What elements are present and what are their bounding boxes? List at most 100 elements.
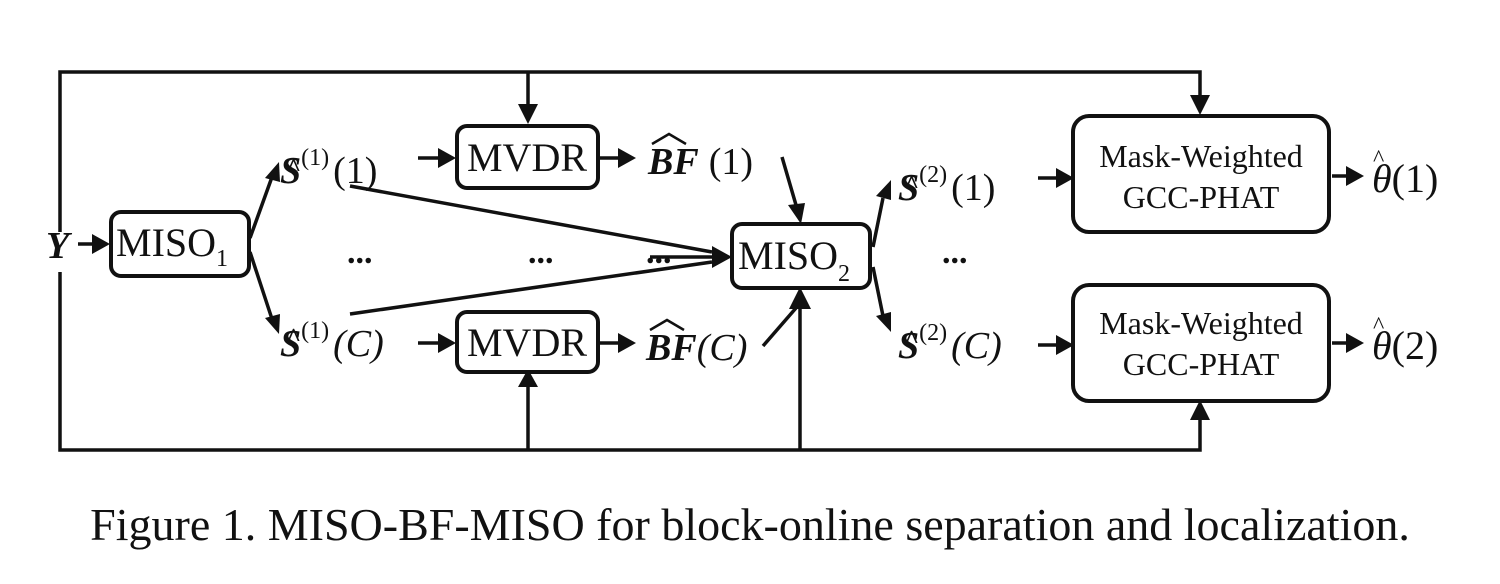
diagram-canvas: MISO1 MVDR MVDR MISO2 Mask-Weighted GCC-… bbox=[46, 70, 1438, 452]
bf-last-argument: (C) bbox=[697, 327, 748, 369]
arrow-head-gcc-second bbox=[1056, 335, 1074, 355]
input-signal-label: Y bbox=[46, 225, 73, 267]
bf-last-label: BF(C) bbox=[645, 318, 747, 369]
arrow-head-bf-first bbox=[618, 148, 636, 168]
ellipsis-s2: ... bbox=[942, 234, 968, 271]
arrow-head-bottom-miso2 bbox=[789, 287, 811, 309]
bf-first-to-miso2-wire bbox=[780, 156, 798, 206]
arrow-head-top-miso-mvdr bbox=[518, 104, 538, 124]
arrow-head-s2-last bbox=[876, 312, 891, 332]
svg-text:BF(C): BF(C) bbox=[645, 327, 747, 369]
s1-first-symbol: S bbox=[280, 150, 301, 192]
miso2-label: MISO bbox=[738, 233, 838, 278]
s2-last-argument: (C) bbox=[951, 325, 1002, 367]
s2-last-superscript: (2) bbox=[919, 320, 947, 346]
miso1-block: MISO1 bbox=[109, 210, 251, 278]
bf-last-symbol: BF bbox=[645, 327, 697, 369]
gcc-block-second: Mask-Weighted GCC-PHAT bbox=[1071, 283, 1331, 403]
s2-first-argument: (1) bbox=[951, 167, 995, 209]
arrow-head-mvdr-first bbox=[438, 148, 456, 168]
bf-first-symbol: BF bbox=[647, 141, 699, 183]
mvdr-last-label: MVDR bbox=[467, 320, 587, 365]
s2-first-symbol: S bbox=[898, 167, 919, 209]
arrow-head-mvdr-last bbox=[438, 333, 456, 353]
figure-caption: Figure 1. MISO-BF-MISO for block-online … bbox=[90, 499, 1410, 550]
arrow-head-gcc-first bbox=[1056, 168, 1074, 188]
gcc-first-line1: Mask-Weighted bbox=[1099, 138, 1303, 174]
miso2-subscript: 2 bbox=[838, 261, 850, 287]
svg-text:S(1)(C): S(1)(C) bbox=[280, 318, 384, 365]
arrow-head-bottom-mvdr bbox=[518, 369, 538, 387]
miso1-to-s1-last-wire bbox=[248, 251, 274, 320]
s1-first-superscript: (1) bbox=[301, 145, 329, 171]
s1-first-to-miso2-wire bbox=[349, 184, 713, 254]
s1-last-symbol: S bbox=[280, 323, 301, 365]
s1-last-label: ^ S(1)(C) bbox=[280, 318, 384, 365]
svg-text:S(2)(1): S(2)(1) bbox=[898, 162, 995, 209]
arrow-head-bf-first-miso2 bbox=[788, 203, 805, 224]
s2-first-superscript: (2) bbox=[919, 162, 947, 188]
svg-text:S(1)(1): S(1)(1) bbox=[280, 145, 377, 192]
theta-first-label: θ(1) ^ bbox=[1372, 146, 1438, 201]
s1-last-superscript: (1) bbox=[301, 318, 329, 344]
arrow-head-theta-second bbox=[1346, 333, 1364, 353]
bf-first-label: BF(1) bbox=[647, 132, 753, 183]
arrow-heads bbox=[92, 95, 1364, 420]
svg-text:MISO2: MISO2 bbox=[738, 233, 850, 287]
arrow-head-input bbox=[92, 234, 110, 254]
miso1-subscript: 1 bbox=[216, 246, 228, 272]
connector-wires bbox=[58, 70, 1348, 452]
hat-mark: ^ bbox=[1373, 146, 1384, 172]
miso1-label: MISO bbox=[116, 220, 216, 265]
gcc-second-line2: GCC-PHAT bbox=[1123, 346, 1280, 382]
theta-second-label: θ(2) ^ bbox=[1372, 313, 1438, 368]
theta-first-argument: (1) bbox=[1392, 156, 1439, 201]
hat-mark: ^ bbox=[286, 153, 301, 182]
top-feedback-wire bbox=[58, 70, 1202, 232]
gcc-block-first: Mask-Weighted GCC-PHAT bbox=[1071, 114, 1331, 234]
bf-last-to-miso2-wire bbox=[761, 306, 798, 348]
mvdr-block-first: MVDR bbox=[455, 124, 600, 190]
theta-second-argument: (2) bbox=[1392, 323, 1439, 368]
s2-first-label: ^ S(2)(1) bbox=[898, 162, 995, 209]
bf-first-argument: (1) bbox=[709, 141, 753, 183]
s1-first-argument: (1) bbox=[333, 150, 377, 192]
miso2-to-s2-last-wire bbox=[871, 266, 885, 317]
hat-mark: ^ bbox=[904, 325, 919, 354]
ellipsis-bf: ... bbox=[528, 234, 554, 271]
svg-text:MISO1: MISO1 bbox=[116, 220, 228, 272]
bottom-feedback-wire bbox=[58, 272, 1202, 452]
s2-last-label: ^ S(2)(C) bbox=[898, 320, 1002, 367]
theta-second-symbol: θ bbox=[1372, 323, 1392, 368]
svg-text:S(2)(C): S(2)(C) bbox=[898, 320, 1002, 367]
wide-hat-mark bbox=[649, 318, 685, 332]
s1-last-argument: (C) bbox=[333, 323, 384, 365]
s1-first-label: ^ S(1)(1) bbox=[280, 145, 377, 192]
hat-mark: ^ bbox=[904, 170, 919, 199]
arrow-head-bf-last bbox=[618, 333, 636, 353]
s1-last-to-miso2-wire bbox=[349, 260, 713, 316]
arrow-head-theta-first bbox=[1346, 166, 1364, 186]
arrow-head-top-gcc bbox=[1190, 95, 1210, 115]
hat-mark: ^ bbox=[1373, 313, 1384, 339]
arrow-head-s1-last bbox=[265, 314, 280, 334]
miso2-block: MISO2 bbox=[730, 222, 872, 290]
ellipsis-miso2-in: ... bbox=[646, 234, 672, 271]
ellipsis-s1: ... bbox=[347, 234, 373, 271]
gcc-first-line2: GCC-PHAT bbox=[1123, 179, 1280, 215]
theta-first-symbol: θ bbox=[1372, 156, 1392, 201]
wide-hat-mark bbox=[651, 132, 687, 146]
hat-mark: ^ bbox=[286, 323, 301, 352]
arrow-head-s2-first bbox=[876, 180, 891, 200]
miso2-to-s2-first-wire bbox=[871, 197, 885, 248]
s2-last-symbol: S bbox=[898, 325, 919, 367]
arrow-head-miso2-middle bbox=[712, 246, 732, 268]
mvdr-first-label: MVDR bbox=[467, 135, 587, 180]
svg-text:θ(1): θ(1) bbox=[1372, 156, 1438, 201]
miso1-to-s1-first-wire bbox=[248, 176, 274, 239]
gcc-second-line1: Mask-Weighted bbox=[1099, 305, 1303, 341]
mvdr-block-last: MVDR bbox=[455, 310, 600, 374]
arrow-head-bottom-gcc bbox=[1190, 400, 1210, 420]
svg-text:BF(1): BF(1) bbox=[647, 141, 753, 183]
